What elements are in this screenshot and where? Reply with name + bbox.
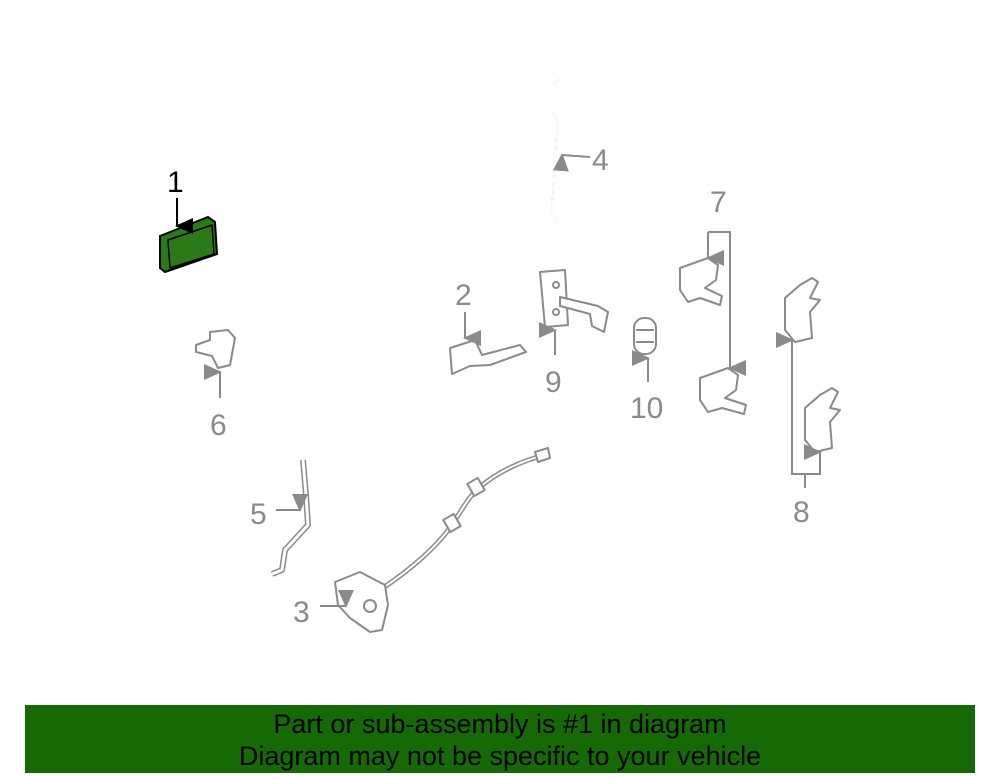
callout-2: 2 [455,279,472,312]
callout-5: 5 [250,498,267,531]
part-7[interactable]: 7 [679,186,747,415]
info-banner: Part or sub-assembly is #1 in diagram Di… [25,705,975,773]
part-4[interactable]: 4 [550,79,609,223]
part-8[interactable]: 8 [776,277,841,529]
part-6[interactable]: 6 [195,329,236,442]
callout-9: 9 [545,366,562,399]
part-3[interactable]: 3 [293,447,551,633]
callout-1: 1 [167,166,184,199]
callout-6: 6 [210,409,227,442]
part-9[interactable]: 9 [539,269,609,399]
callout-3: 3 [293,596,310,629]
callout-8: 8 [793,496,810,529]
part-2[interactable]: 2 [449,279,527,375]
callout-10: 10 [630,392,663,425]
callout-4: 4 [592,144,609,177]
banner-line-2: Diagram may not be specific to your vehi… [238,741,762,771]
part-10[interactable]: 10 [630,317,663,425]
part-1-highlighted[interactable]: 1 [159,166,219,274]
part-5[interactable]: 5 [250,459,311,577]
callout-7: 7 [710,186,727,219]
banner-line-1: Part or sub-assembly is #1 in diagram [273,709,727,739]
